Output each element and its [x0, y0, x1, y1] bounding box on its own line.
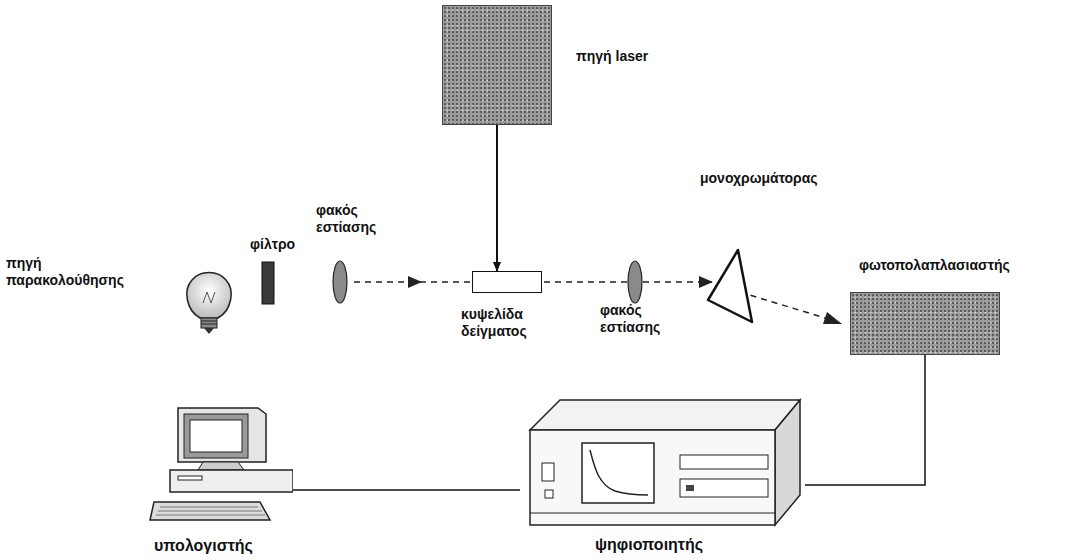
node-label: πηγή laser [576, 48, 716, 65]
node-label: κυψελίδα δείγματος [461, 306, 556, 340]
lens-symbol [333, 261, 347, 303]
light-beam [354, 282, 838, 322]
beam-arrowhead [408, 276, 422, 288]
photomultiplier: φωτοπολαπλασιαστής [850, 292, 1000, 355]
lens-label: φακός εστίασης [316, 202, 396, 236]
lens-symbol [628, 261, 642, 303]
node-label: υπολογιστής [154, 536, 304, 555]
beam-arrowhead [823, 312, 842, 324]
monitor-source-label: πηγή παρακολούθησης [6, 255, 131, 289]
lens-label: φακός εστίασης [600, 302, 680, 336]
laser-beam-arrow [496, 125, 498, 271]
computer-illustration [148, 400, 293, 525]
filter-symbol [262, 262, 274, 304]
digitizer-illustration [520, 395, 805, 530]
filter-label: φίλτρο [250, 236, 330, 253]
beam-arrowhead [699, 276, 713, 288]
node-label: φωτοπολαπλασιαστής [859, 257, 1069, 274]
signal-cable [293, 489, 520, 491]
monochromator-label: μονοχρωμάτορας [700, 170, 870, 187]
laser-source: πηγή laser [442, 5, 552, 125]
lamp-icon [187, 273, 231, 335]
node-label: ψηφιοποιητής [595, 535, 755, 554]
digitizer: ψηφιοποιητής [520, 395, 805, 530]
signal-cable [805, 355, 925, 485]
prism-symbol [708, 250, 752, 322]
sample-cell: κυψελίδα δείγματος [472, 271, 542, 293]
computer: υπολογιστής [148, 400, 293, 525]
